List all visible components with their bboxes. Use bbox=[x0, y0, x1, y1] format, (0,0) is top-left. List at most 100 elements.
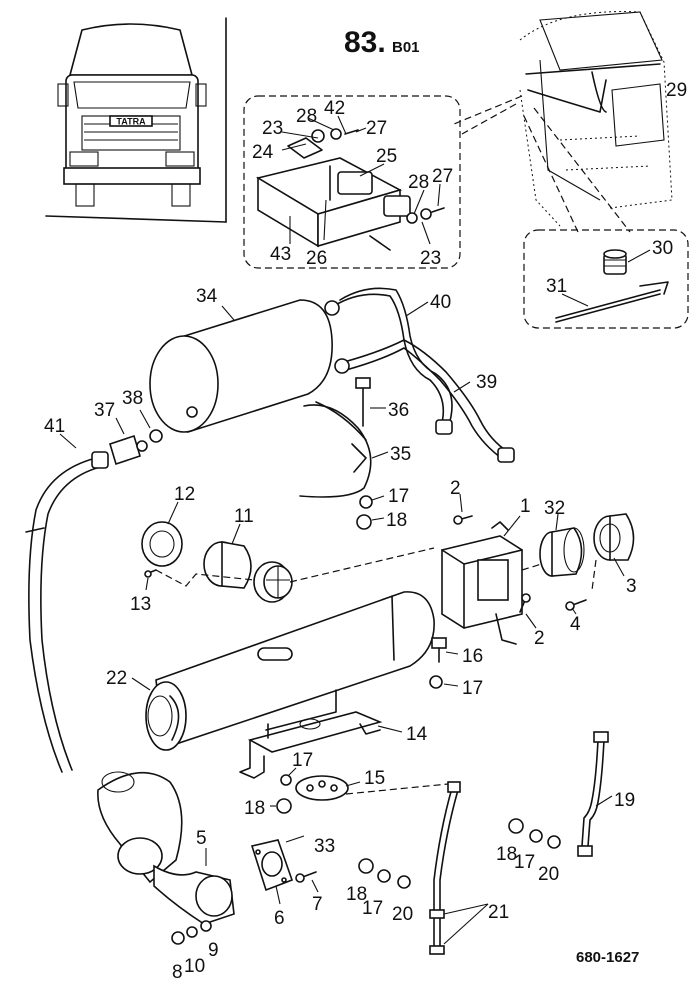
pipe-21 bbox=[429, 781, 461, 955]
sleeve-32 bbox=[539, 527, 585, 577]
callout-36: 36 bbox=[388, 400, 409, 421]
washer-20-b bbox=[547, 835, 561, 849]
mount-bracket-14 bbox=[239, 689, 383, 779]
washer-17-d bbox=[377, 869, 391, 883]
callout-23-top: 23 bbox=[262, 118, 283, 139]
callout-28-right: 28 bbox=[408, 172, 429, 193]
callout-28-top: 28 bbox=[296, 106, 317, 127]
gasket-15 bbox=[295, 775, 349, 801]
callout-9: 9 bbox=[208, 940, 219, 961]
callout-23-bottom: 23 bbox=[420, 248, 441, 269]
callout-1: 1 bbox=[520, 496, 531, 517]
collar-3 bbox=[593, 513, 635, 561]
callout-2-lower: 2 bbox=[534, 628, 545, 649]
callout-33: 33 bbox=[314, 836, 335, 857]
callout-27-top: 27 bbox=[366, 118, 387, 139]
callout-17-muffler: 17 bbox=[462, 678, 483, 699]
nut-8 bbox=[171, 931, 185, 945]
callout-32: 32 bbox=[544, 498, 565, 519]
callout-27-right: 27 bbox=[432, 166, 453, 187]
page-number: 83. bbox=[344, 26, 386, 59]
callout-13: 13 bbox=[130, 594, 151, 615]
callout-10: 10 bbox=[184, 956, 205, 977]
callout-26: 26 bbox=[306, 248, 327, 269]
callout-8: 8 bbox=[172, 962, 183, 983]
screw-2-upper bbox=[453, 515, 473, 525]
tank-strap bbox=[299, 401, 372, 498]
hose-lines bbox=[324, 287, 515, 463]
callout-18-bracket: 18 bbox=[244, 798, 265, 819]
screw-13 bbox=[144, 569, 157, 578]
callout-16: 16 bbox=[462, 646, 483, 667]
callout-24: 24 bbox=[252, 142, 274, 163]
callout-18-pipe19: 18 bbox=[496, 844, 517, 865]
elbow-pipe bbox=[97, 771, 183, 884]
callout-38: 38 bbox=[122, 388, 143, 409]
pipe-41 bbox=[25, 451, 109, 773]
callout-6: 6 bbox=[274, 908, 285, 929]
washer-9 bbox=[200, 920, 212, 932]
filler-cap bbox=[603, 249, 627, 275]
nut-18-d bbox=[358, 858, 374, 874]
callout-35: 35 bbox=[390, 444, 411, 465]
elbow-5 bbox=[153, 864, 235, 925]
callout-12: 12 bbox=[174, 484, 195, 505]
sleeve-11 bbox=[203, 541, 252, 589]
callout-21: 21 bbox=[488, 902, 509, 923]
callout-29: 29 bbox=[666, 80, 687, 101]
callout-39: 39 bbox=[476, 372, 497, 393]
callout-17-pipe21: 17 bbox=[362, 898, 383, 919]
cap-12 bbox=[141, 521, 183, 567]
callout-3: 3 bbox=[626, 576, 637, 597]
callout-41: 41 bbox=[44, 416, 65, 437]
bolt-36 bbox=[355, 377, 371, 427]
callout-20-pipe21: 20 bbox=[392, 904, 413, 925]
screw-2-lower bbox=[519, 593, 531, 613]
washer-17 bbox=[359, 495, 373, 509]
callout-37: 37 bbox=[94, 400, 115, 421]
nut-18-c bbox=[276, 798, 292, 814]
muffler-22 bbox=[145, 591, 435, 751]
truck-brand-label: TATRA bbox=[116, 117, 146, 127]
flange-6 bbox=[250, 839, 294, 892]
housing-1 bbox=[441, 521, 523, 645]
callout-43: 43 bbox=[270, 244, 291, 265]
callout-20-pipe19: 20 bbox=[538, 864, 559, 885]
callout-19: 19 bbox=[614, 790, 635, 811]
callout-30: 30 bbox=[652, 238, 673, 259]
washer-17-e bbox=[529, 829, 543, 843]
callout-17-strap: 17 bbox=[388, 486, 409, 507]
callout-34: 34 bbox=[196, 286, 218, 307]
nut-18-e bbox=[508, 818, 524, 834]
bolt-16 bbox=[431, 637, 447, 663]
washer-20 bbox=[397, 875, 411, 889]
callout-40: 40 bbox=[430, 292, 451, 313]
callout-11: 11 bbox=[234, 506, 254, 527]
callout-4: 4 bbox=[570, 614, 581, 635]
section-code: B01 bbox=[392, 39, 420, 56]
callout-42: 42 bbox=[324, 98, 345, 119]
detail-box-filler bbox=[523, 229, 689, 329]
screw-7 bbox=[295, 871, 317, 883]
washer-38 bbox=[149, 429, 163, 443]
callout-15: 15 bbox=[364, 768, 385, 789]
nut-18 bbox=[356, 514, 372, 530]
callout-17-pipe19: 17 bbox=[514, 852, 535, 873]
callout-5: 5 bbox=[196, 828, 207, 849]
callout-2-upper: 2 bbox=[450, 478, 461, 499]
truck-front-inset: TATRA bbox=[45, 17, 227, 223]
dipstick-strainer bbox=[555, 281, 669, 323]
truck-cab-partial bbox=[519, 11, 673, 227]
washer-17-b bbox=[429, 675, 443, 689]
callout-7: 7 bbox=[312, 894, 323, 915]
pipe-19 bbox=[577, 731, 609, 857]
callout-14: 14 bbox=[406, 724, 428, 745]
document-number: 680-1627 bbox=[576, 949, 639, 966]
washer-10 bbox=[186, 926, 198, 938]
callout-18-pipe21: 18 bbox=[346, 884, 367, 905]
callout-18-strap: 18 bbox=[386, 510, 407, 531]
bracket-assembly bbox=[255, 128, 445, 251]
